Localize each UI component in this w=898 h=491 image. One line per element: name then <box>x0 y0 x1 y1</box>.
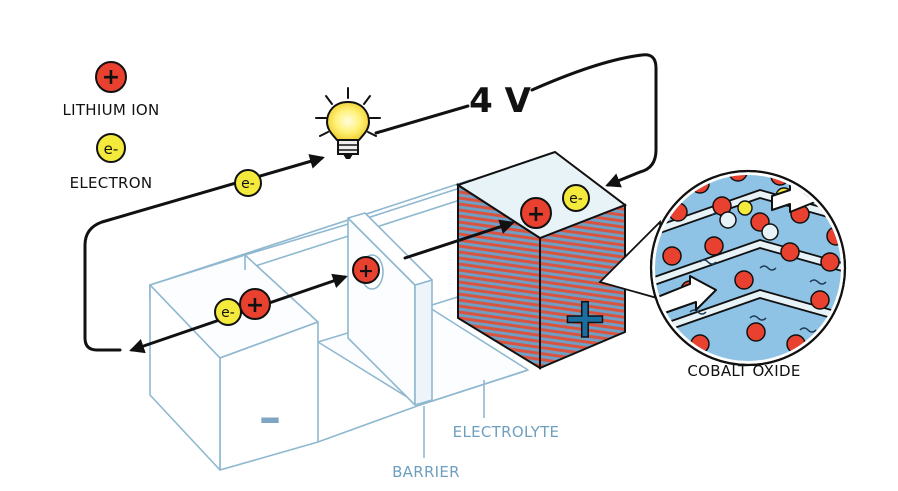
wire-electron-symbol: e- <box>241 176 255 192</box>
ion-symbol: + <box>102 65 120 90</box>
cathode-electron: e- <box>562 184 590 212</box>
anode-electron: e- <box>214 298 242 326</box>
cathode-electron-symbol: e- <box>569 191 583 207</box>
barrier-ion: + <box>352 256 380 284</box>
anode-ion-symbol: + <box>246 293 264 318</box>
lithium-ion-icon: + <box>95 61 127 93</box>
positive-terminal: + <box>562 286 609 351</box>
cathode-ion: + <box>520 197 552 229</box>
anode-electron-symbol: e- <box>221 305 235 321</box>
anode-ion: + <box>239 288 271 320</box>
circuit-wire <box>83 53 658 352</box>
lithium-ion-label: LITHIUM ION <box>62 101 159 119</box>
cathode-block <box>455 150 628 370</box>
barrier-ion-symbol: + <box>358 260 374 282</box>
voltage-label: 4 V <box>469 81 531 121</box>
electron-label: ELECTRON <box>70 174 153 192</box>
electron-icon: e- <box>96 133 126 163</box>
wire-electron: e- <box>234 169 262 197</box>
lightbulb-icon <box>315 87 381 159</box>
cobalt-oxide-magnifier <box>649 169 847 367</box>
legend: + LITHIUM ION e- ELECTRON <box>62 61 159 192</box>
negative-terminal: – <box>259 392 281 443</box>
cathode-ion-symbol: + <box>527 202 545 227</box>
electron-symbol: e- <box>104 140 119 158</box>
label-pointers <box>423 380 485 458</box>
electrolyte-label: ELECTROLYTE <box>453 423 560 441</box>
cobalt-oxide-label: COBALT OXIDE <box>687 362 800 380</box>
barrier-label: BARRIER <box>392 463 460 481</box>
